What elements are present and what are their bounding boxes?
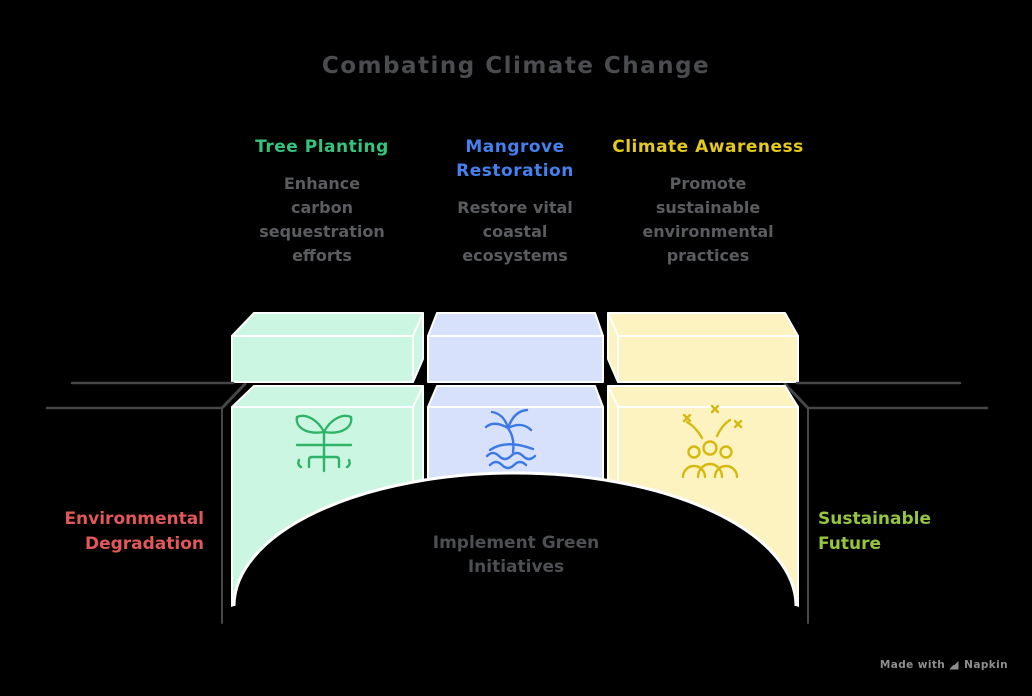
palm-tree-icon <box>484 408 537 470</box>
label-environmental-degradation: Environmental Degradation <box>64 509 204 554</box>
road-diagonal-left <box>220 382 247 410</box>
napkin-logo-icon <box>949 660 959 670</box>
column-description: Promote sustainable environmental practi… <box>642 174 774 265</box>
column-heading: Mangrove Restoration <box>456 137 574 181</box>
credit-brand: Napkin <box>964 659 1008 671</box>
road-cut-edges <box>220 382 810 410</box>
slab-tree-planting <box>231 312 424 383</box>
column-heading: Climate Awareness <box>612 137 804 157</box>
made-with-napkin-credit: Made with Napkin <box>880 659 1008 671</box>
road-lines <box>45 381 989 624</box>
column-tree-planting: Tree Planting Enhance carbon sequestrati… <box>212 135 432 268</box>
diagram-title: Combating Climate Change <box>321 53 711 79</box>
slab-mangrove <box>427 312 604 383</box>
column-heading: Tree Planting <box>255 137 389 157</box>
label-sustainable-future: Sustainable Future <box>818 509 931 554</box>
celebration-icon <box>681 404 743 479</box>
slab-awareness <box>607 312 799 383</box>
credit-prefix: Made with <box>879 659 946 671</box>
sapling-icon <box>295 414 353 473</box>
column-mangrove-restoration: Mangrove Restoration Restore vital coast… <box>405 135 625 268</box>
column-description: Enhance carbon sequestration efforts <box>259 174 385 265</box>
slab-blocks <box>231 312 799 383</box>
bridge-arch <box>222 471 808 660</box>
column-description: Restore vital coastal ecosystems <box>457 198 573 265</box>
column-climate-awareness: Climate Awareness Promote sustainable en… <box>598 135 818 268</box>
label-implement-green-initiatives: Implement Green Initiatives <box>432 533 600 577</box>
road-diagonal-right <box>783 382 810 410</box>
